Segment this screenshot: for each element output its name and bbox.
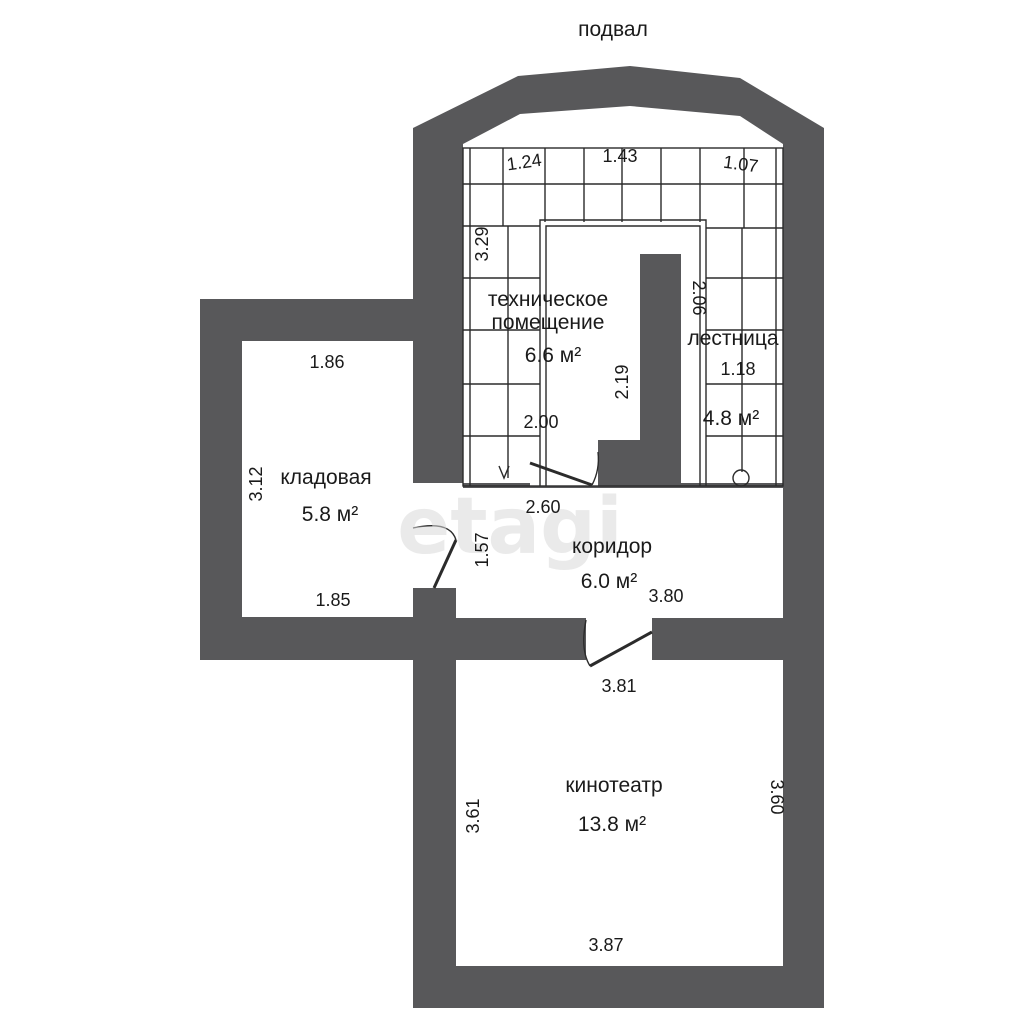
- dim-3-87: 3.87: [588, 935, 623, 955]
- dim-1-24: 1.24: [505, 150, 542, 175]
- dim-3-12: 3.12: [246, 466, 266, 501]
- stairs-room-area: 4.8 м²: [703, 407, 759, 430]
- plan-title: подвал: [578, 18, 648, 41]
- cinema-door: [583, 619, 653, 668]
- tech-door: [529, 451, 600, 487]
- tech-door-opening: [530, 440, 598, 486]
- corridor-wall-stub: [413, 588, 456, 618]
- dim-3-80: 3.80: [648, 586, 683, 606]
- dim-2-06: 2.06: [689, 280, 709, 315]
- corridor-room-area: 6.0 м²: [581, 570, 637, 593]
- storage-room-area: 5.8 м²: [302, 503, 358, 526]
- cinema-room-area: 13.8 м²: [578, 813, 646, 836]
- dim-1-18: 1.18: [720, 359, 755, 379]
- corridor-room-name: коридор: [572, 535, 652, 558]
- dim-3-60: 3.60: [767, 779, 787, 814]
- stair-start-circle: [732, 469, 750, 487]
- dim-1-43: 1.43: [602, 146, 637, 166]
- storage-room-name: кладовая: [280, 466, 371, 489]
- walls: [200, 66, 824, 1008]
- tech-room-name-line1: техническое: [488, 288, 608, 311]
- staircase: [462, 147, 784, 487]
- dim-1-57: 1.57: [472, 532, 492, 567]
- tech-room-area: 6.6 м²: [525, 344, 581, 367]
- dim-2-60: 2.60: [525, 497, 560, 517]
- tech-room-name-line2: помещение: [492, 311, 605, 334]
- dim-2-19: 2.19: [612, 364, 632, 399]
- dim-3-29: 3.29: [472, 226, 492, 261]
- stair-arrow-icon: [498, 465, 510, 480]
- dim-1-85: 1.85: [315, 590, 350, 610]
- dim-2-00: 2.00: [523, 412, 558, 432]
- dim-1-07: 1.07: [722, 152, 759, 177]
- cinema-room-name: кинотеатр: [565, 774, 662, 797]
- watermark: etagi: [397, 482, 622, 572]
- stairs-room-name: лестница: [687, 327, 778, 350]
- storage-door: [412, 525, 458, 589]
- dim-3-81: 3.81: [601, 676, 636, 696]
- dim-3-61: 3.61: [463, 798, 483, 833]
- interior-wall-horizontal: [598, 440, 681, 486]
- dim-1-86: 1.86: [309, 352, 344, 372]
